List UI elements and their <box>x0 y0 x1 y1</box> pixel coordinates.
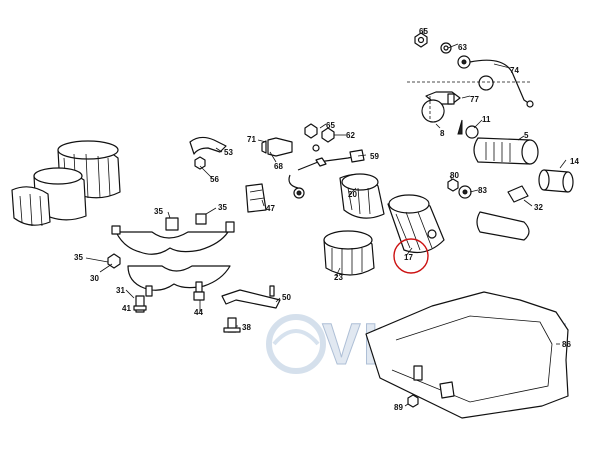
callout-30: 30 <box>90 274 99 283</box>
callout-32: 32 <box>534 203 543 212</box>
callout-8: 8 <box>440 129 445 138</box>
callout-labels: 65 63 74 77 8 11 5 14 65 62 71 59 68 53 … <box>74 27 579 412</box>
callout-31: 31 <box>116 286 125 295</box>
callout-62: 62 <box>346 131 355 140</box>
callout-11: 11 <box>482 115 491 124</box>
callout-83: 83 <box>478 186 487 195</box>
callout-23: 23 <box>334 273 343 282</box>
callout-59: 59 <box>370 152 379 161</box>
pump-line-group[interactable] <box>407 32 574 241</box>
callout-44: 44 <box>194 308 203 317</box>
callout-20: 20 <box>348 190 357 199</box>
callout-71: 71 <box>247 135 256 144</box>
callout-74: 74 <box>510 66 519 75</box>
callout-38: 38 <box>242 323 251 332</box>
callout-86: 86 <box>562 340 571 349</box>
highlight-circle <box>393 238 429 274</box>
underbody-cover[interactable] <box>365 291 569 419</box>
callout-14: 14 <box>570 157 579 166</box>
callout-68: 68 <box>274 162 283 171</box>
callout-17: 17 <box>404 253 413 262</box>
leader-lines <box>85 28 567 407</box>
clamp-group[interactable] <box>107 136 281 333</box>
fuel-filter-group[interactable] <box>323 173 445 276</box>
fuel-line-fittings[interactable] <box>261 123 365 199</box>
callout-77: 77 <box>470 95 479 104</box>
callout-35b: 35 <box>218 203 227 212</box>
callout-47: 47 <box>266 204 275 213</box>
accumulator-group[interactable] <box>11 140 121 227</box>
callout-35a: 35 <box>154 207 163 216</box>
callout-5: 5 <box>524 131 529 140</box>
callout-65b: 65 <box>326 121 335 130</box>
callout-50: 50 <box>282 293 291 302</box>
callout-80: 80 <box>450 171 459 180</box>
callout-56: 56 <box>210 175 219 184</box>
callout-89: 89 <box>394 403 403 412</box>
callout-65: 65 <box>419 27 428 36</box>
callout-53: 53 <box>224 148 233 157</box>
callout-41: 41 <box>122 304 131 313</box>
callout-63: 63 <box>458 43 467 52</box>
callout-35c: 35 <box>74 253 83 262</box>
